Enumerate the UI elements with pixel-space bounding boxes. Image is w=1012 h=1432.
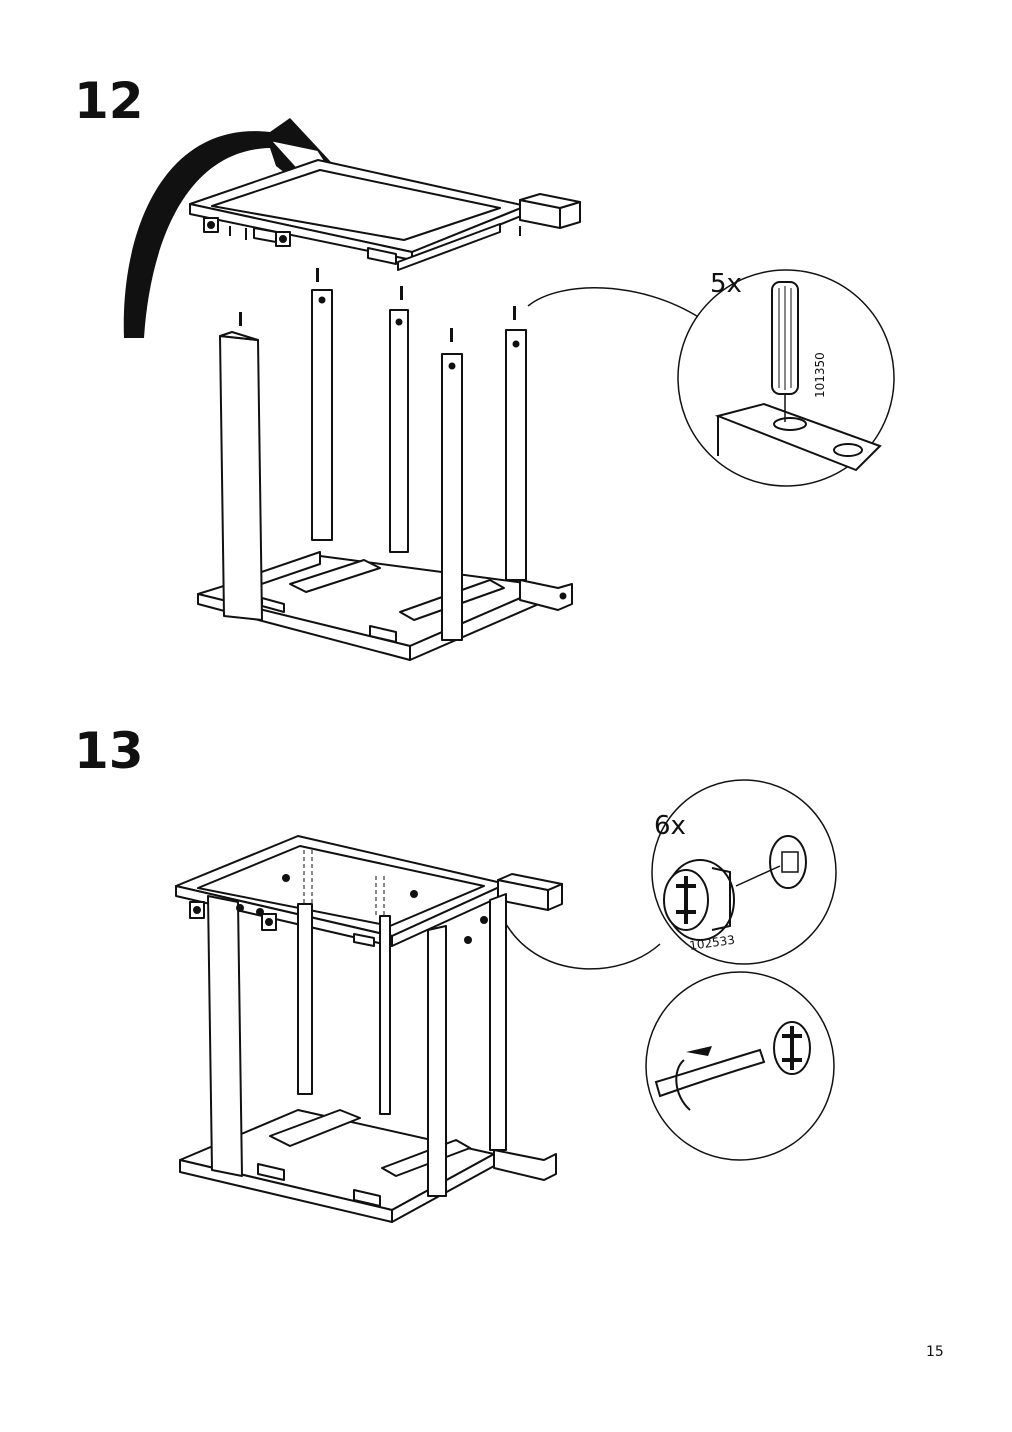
step-12-illustration: 5x 101350 xyxy=(123,118,895,661)
detail-circle-screwdriver xyxy=(645,971,835,1161)
table-top-frame xyxy=(189,159,581,271)
wooden-dowel-icon xyxy=(771,281,799,422)
hidden-lines xyxy=(303,850,385,918)
part-number: 102533 xyxy=(688,933,735,953)
page-number: 15 xyxy=(926,1344,944,1360)
screwdriver-icon xyxy=(654,1046,766,1111)
step-number: 13 xyxy=(74,722,144,780)
assembled-table-frame xyxy=(175,835,563,1223)
part-number: 101350 xyxy=(813,352,827,398)
cam-lock-positions xyxy=(236,874,488,944)
table-legs xyxy=(219,289,527,641)
detail-circle-dowel xyxy=(677,269,895,487)
dowel-pins xyxy=(239,268,516,342)
detail-circle-cam-lock xyxy=(651,779,837,965)
cam-lock-icon xyxy=(663,859,735,941)
callout-leader xyxy=(527,287,701,319)
callout-leader xyxy=(505,923,661,970)
step-number: 12 xyxy=(74,72,144,130)
hardware-quantity: 5x xyxy=(710,269,742,299)
hardware-quantity: 6x xyxy=(654,811,686,841)
